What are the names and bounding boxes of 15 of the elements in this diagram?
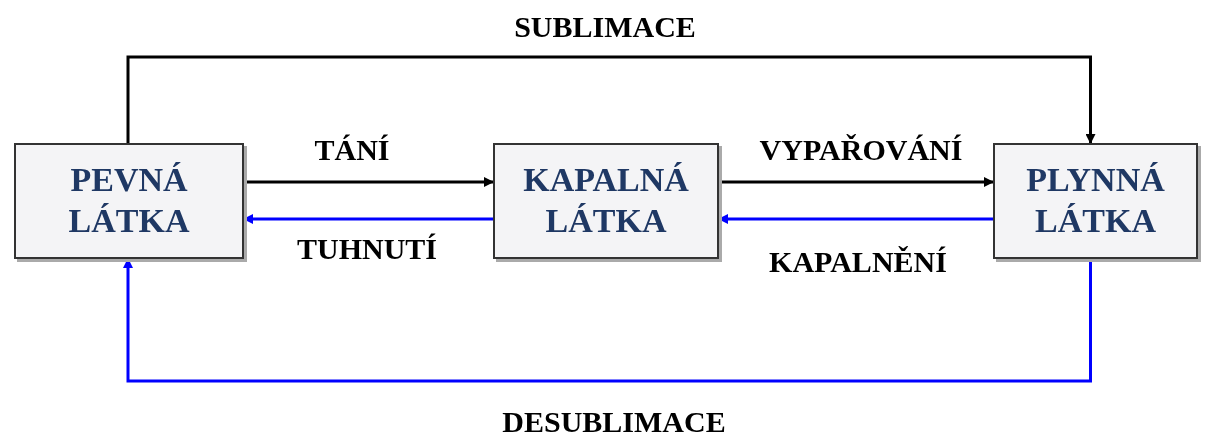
state-label: PLYNNÁ LÁTKA — [1025, 160, 1166, 241]
state-label: KAPALNÁ LÁTKA — [522, 160, 690, 241]
edge-label: TUHNUTÍ — [297, 232, 437, 266]
edge-label: DESUBLIMACE — [502, 405, 726, 439]
state-label: PEVNÁ LÁTKA — [67, 160, 191, 241]
arrow — [719, 177, 994, 187]
edge-label: SUBLIMACE — [514, 10, 696, 44]
arrow — [244, 177, 494, 187]
arrow — [126, 55, 1096, 144]
edge-label: TÁNÍ — [314, 133, 390, 167]
state-box — [493, 143, 719, 259]
state-box — [14, 143, 244, 259]
edge-label: KAPALNĚNÍ — [769, 245, 947, 279]
edge-label: VYPAŘOVÁNÍ — [759, 133, 963, 167]
state-box — [993, 143, 1198, 259]
